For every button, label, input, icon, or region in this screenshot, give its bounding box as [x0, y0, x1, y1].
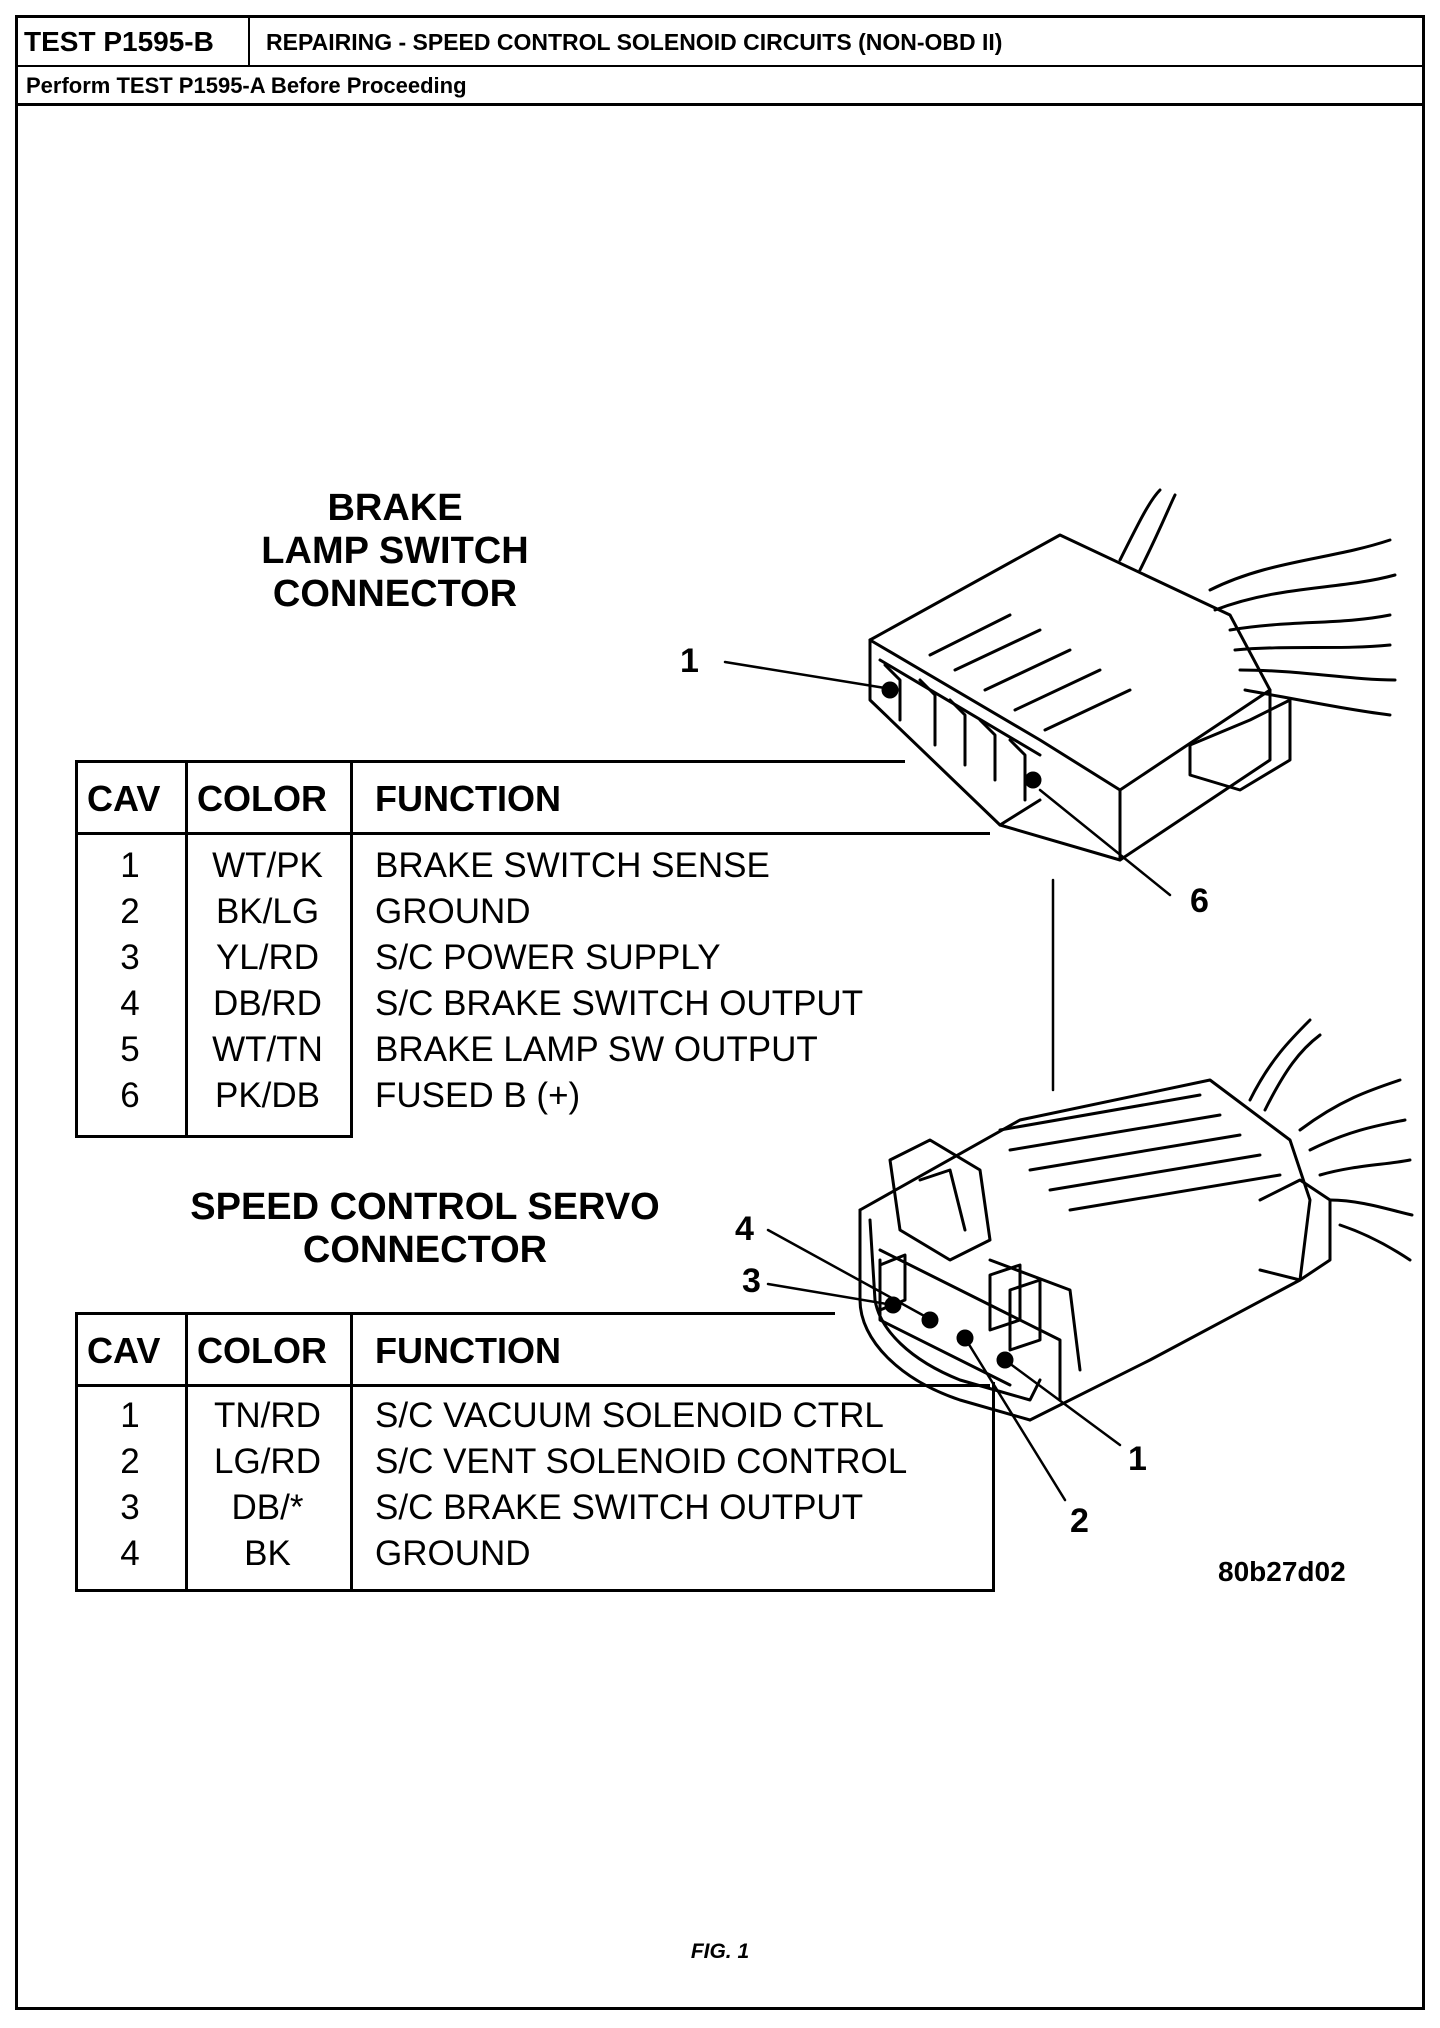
- function-cell: GROUND: [375, 1534, 531, 1573]
- test-id: TEST P1595-B: [18, 18, 250, 65]
- function-cell: S/C POWER SUPPLY: [375, 938, 721, 977]
- servo-connector-drawing: [858, 1018, 1414, 1422]
- function-cell: FUSED B (+): [375, 1076, 581, 1115]
- color-cell: LG/RD: [214, 1442, 321, 1481]
- cav-cell: 1: [120, 846, 140, 885]
- function-cell: BRAKE SWITCH SENSE: [375, 846, 770, 885]
- brake-th-cav: CAV: [87, 778, 161, 819]
- cav-cell: 4: [120, 984, 140, 1023]
- cav-cell: 6: [120, 1076, 140, 1115]
- brake-callout-6: 6: [1190, 882, 1209, 920]
- brake-connector-title: BRAKE LAMP SWITCH CONNECTOR: [205, 487, 585, 616]
- brake-th-color: COLOR: [197, 778, 327, 819]
- function-cell: GROUND: [375, 892, 531, 931]
- color-cell: WT/TN: [212, 1030, 323, 1069]
- brake-title-line-1: BRAKE: [327, 487, 463, 529]
- cav-cell: 3: [120, 1488, 140, 1527]
- servo-title-line-2: CONNECTOR: [302, 1228, 548, 1271]
- servo-callout-4: 4: [735, 1210, 754, 1248]
- servo-th-cav: CAV: [87, 1330, 161, 1371]
- color-cell: DB/RD: [213, 984, 322, 1023]
- brake-lamp-switch-connector-drawing: [868, 488, 1397, 862]
- cav-cell: 1: [120, 1396, 140, 1435]
- function-cell: BRAKE LAMP SW OUTPUT: [375, 1030, 818, 1069]
- cav-cell: 4: [120, 1534, 140, 1573]
- servo-callout-2: 2: [1070, 1502, 1089, 1540]
- test-title: REPAIRING - SPEED CONTROL SOLENOID CIRCU…: [266, 29, 1003, 55]
- figure-reference-code: 80b27d02: [1218, 1556, 1346, 1587]
- function-cell: S/C BRAKE SWITCH OUTPUT: [375, 1488, 864, 1527]
- page-frame: TEST P1595-B REPAIRING - SPEED CONTROL S…: [15, 15, 1425, 2010]
- header-row: TEST P1595-B REPAIRING - SPEED CONTROL S…: [18, 18, 1422, 67]
- color-cell: BK: [244, 1534, 291, 1573]
- cav-cell: 2: [120, 892, 140, 931]
- cav-cell: 3: [120, 938, 140, 977]
- color-cell: YL/RD: [215, 938, 320, 977]
- servo-connector-title: SPEED CONTROL SERVO CONNECTOR: [150, 1186, 700, 1272]
- brake-th-function: FUNCTION: [375, 778, 561, 819]
- function-cell: S/C VENT SOLENOID CONTROL: [375, 1442, 908, 1481]
- servo-th-function: FUNCTION: [375, 1330, 561, 1371]
- function-cell: S/C BRAKE SWITCH OUTPUT: [375, 984, 864, 1023]
- servo-th-color: COLOR: [197, 1330, 327, 1371]
- brake-title-line-2: LAMP SWITCH: [261, 529, 529, 572]
- servo-callout-3: 3: [742, 1262, 761, 1300]
- brake-callout-1: 1: [680, 642, 699, 680]
- function-cell: S/C VACUUM SOLENOID CTRL: [375, 1396, 884, 1435]
- servo-title-line-1: SPEED CONTROL SERVO: [190, 1186, 660, 1228]
- color-cell: TN/RD: [214, 1396, 321, 1435]
- cav-cell: 2: [120, 1442, 140, 1481]
- color-cell: DB/*: [231, 1488, 304, 1527]
- color-cell: BK/LG: [215, 892, 320, 931]
- figure-caption: FIG. 1: [690, 1940, 750, 1963]
- color-cell: WT/PK: [212, 846, 323, 885]
- brake-title-line-3: CONNECTOR: [272, 572, 518, 615]
- cav-cell: 5: [120, 1030, 140, 1069]
- servo-callout-1: 1: [1128, 1440, 1147, 1478]
- color-cell: PK/DB: [214, 1076, 321, 1115]
- test-subtitle: Perform TEST P1595-A Before Proceeding: [18, 67, 1422, 106]
